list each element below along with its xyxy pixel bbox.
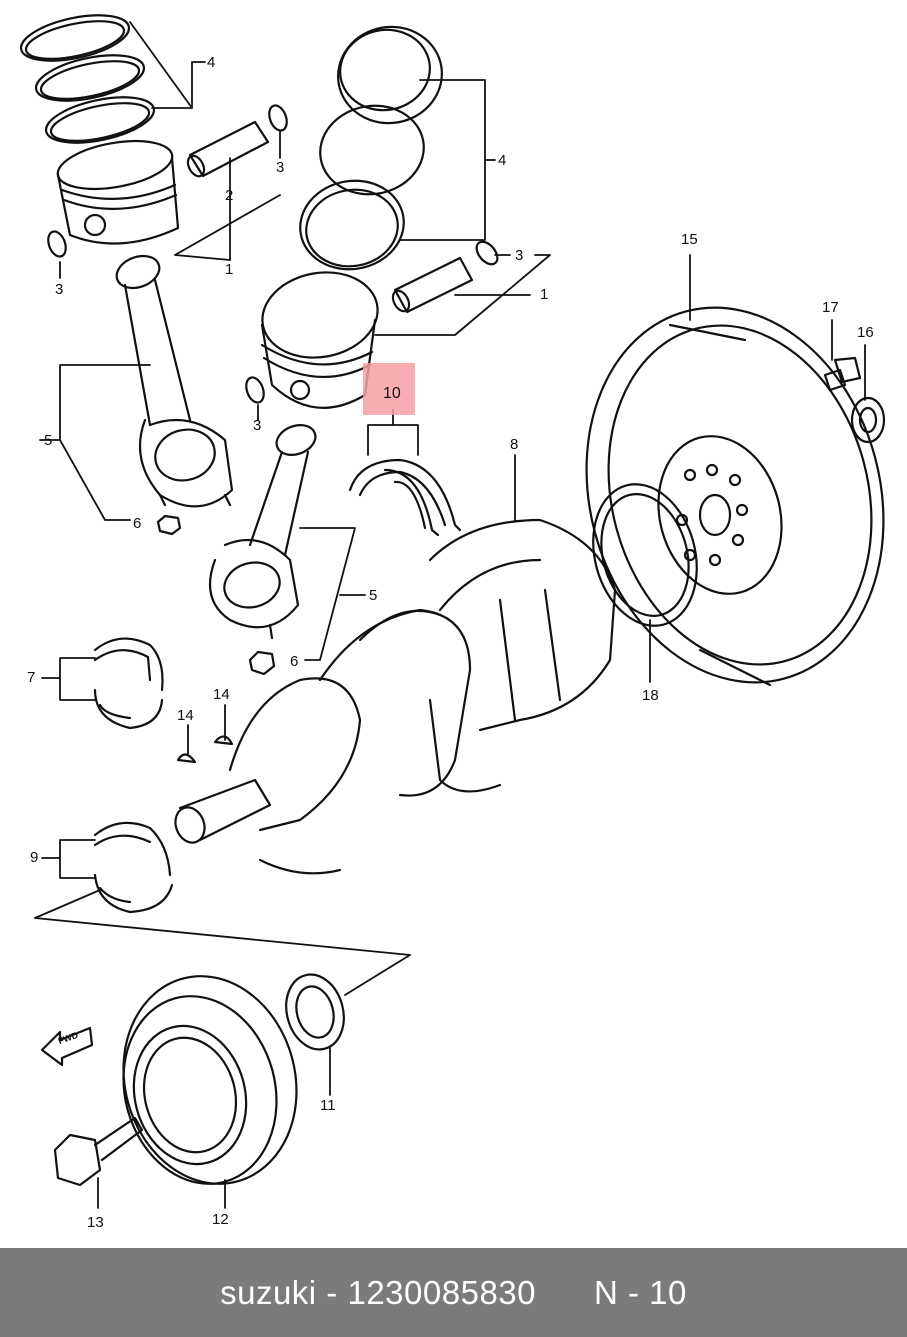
main-bearings bbox=[93, 637, 174, 914]
connecting-rod-right bbox=[208, 424, 317, 640]
connecting-rod-left bbox=[115, 254, 234, 508]
callout-8: 8 bbox=[510, 436, 519, 453]
brand-name: suzuki bbox=[220, 1273, 317, 1311]
callout-18: 18 bbox=[642, 687, 659, 704]
woodruff-keys bbox=[176, 735, 234, 764]
crankshaft-pulley bbox=[122, 975, 298, 1185]
callout-3b: 3 bbox=[55, 281, 64, 298]
rear-oil-seal bbox=[592, 483, 698, 627]
callout-6b: 6 bbox=[290, 653, 299, 670]
flywheel bbox=[585, 306, 885, 687]
callout-2: 2 bbox=[225, 187, 234, 204]
crankshaft-piston-drawing bbox=[19, 14, 886, 1209]
part-number: 1230085830 bbox=[347, 1273, 536, 1311]
callout-12: 12 bbox=[212, 1211, 229, 1228]
callout-17: 17 bbox=[822, 299, 839, 316]
callout-3a: 3 bbox=[276, 159, 285, 176]
front-oil-seal bbox=[285, 973, 345, 1051]
crankshaft bbox=[174, 518, 617, 875]
callout-1b: 1 bbox=[540, 286, 549, 303]
piston-rings-right bbox=[299, 25, 443, 271]
callout-10: 10 bbox=[383, 385, 401, 402]
callout-14b: 14 bbox=[177, 707, 194, 724]
callout-7: 7 bbox=[27, 669, 36, 686]
parts-diagram bbox=[19, 14, 886, 1209]
callout-4b: 4 bbox=[498, 152, 507, 169]
leader-lines bbox=[34, 21, 866, 1209]
thrust-bearing-halves bbox=[348, 458, 462, 537]
fwd-arrow-icon bbox=[40, 1026, 94, 1067]
callout-14a: 14 bbox=[213, 686, 230, 703]
piston-left bbox=[56, 140, 180, 245]
piston-right bbox=[260, 271, 379, 409]
callout-3c: 3 bbox=[515, 247, 524, 264]
callout-15: 15 bbox=[681, 231, 698, 248]
callout-3d: 3 bbox=[253, 417, 262, 434]
callout-5a: 5 bbox=[44, 432, 53, 449]
piston-pin-right bbox=[391, 256, 474, 314]
callout-4a: 4 bbox=[207, 54, 216, 71]
piston-pin-left bbox=[186, 120, 270, 178]
pilot-bearing bbox=[850, 396, 886, 444]
flywheel-bolt bbox=[823, 356, 862, 392]
snap-rings bbox=[47, 104, 499, 404]
callout-16: 16 bbox=[857, 324, 874, 341]
footer-bar: suzuki - 1230085830 N - 10 bbox=[0, 1248, 907, 1337]
diagram-ref: N - 10 bbox=[594, 1273, 687, 1311]
callout-5b: 5 bbox=[369, 587, 378, 604]
callout-9: 9 bbox=[30, 849, 39, 866]
callout-13: 13 bbox=[87, 1214, 104, 1231]
pulley-bolt bbox=[53, 1116, 144, 1187]
highlight-box bbox=[363, 363, 415, 415]
callout-6a: 6 bbox=[133, 515, 142, 532]
piston-rings-left bbox=[19, 14, 156, 144]
rod-nuts bbox=[156, 514, 276, 676]
callout-11: 11 bbox=[320, 1097, 336, 1114]
callout-1a: 1 bbox=[225, 261, 234, 278]
